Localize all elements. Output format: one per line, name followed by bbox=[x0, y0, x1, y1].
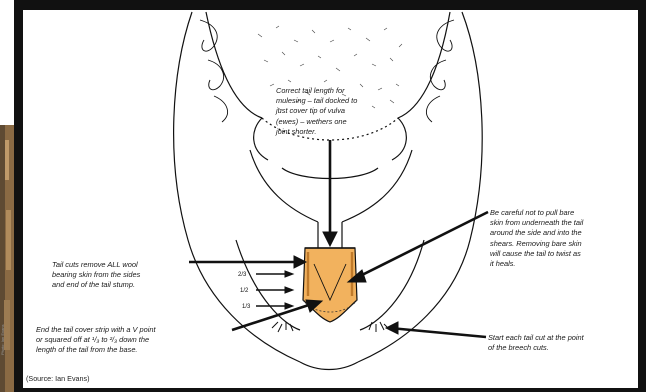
bare-skin-note: Be careful not to pull bare skin from un… bbox=[490, 208, 636, 269]
fraction-label-two-thirds: 2/3 bbox=[238, 272, 247, 278]
tail-length-note: Correct tail length for mulesing – tail … bbox=[276, 86, 416, 137]
start-cut-note: Start each tail cut at the point of the … bbox=[488, 333, 634, 353]
v-point-note: End the tail cover strip with a V point … bbox=[36, 325, 236, 356]
fraction-label-one-half: 1/2 bbox=[240, 288, 249, 294]
fraction-label-one-third: 1/3 bbox=[242, 304, 251, 310]
tail-cuts-note: Tail cuts remove ALL wool bearing skin f… bbox=[52, 260, 192, 291]
fraction-labels: 2/3 1/2 1/3 bbox=[238, 272, 251, 310]
photo-credit: Photo: Ian Evans bbox=[0, 325, 5, 355]
source-credit: (Source: Ian Evans) bbox=[26, 374, 90, 383]
